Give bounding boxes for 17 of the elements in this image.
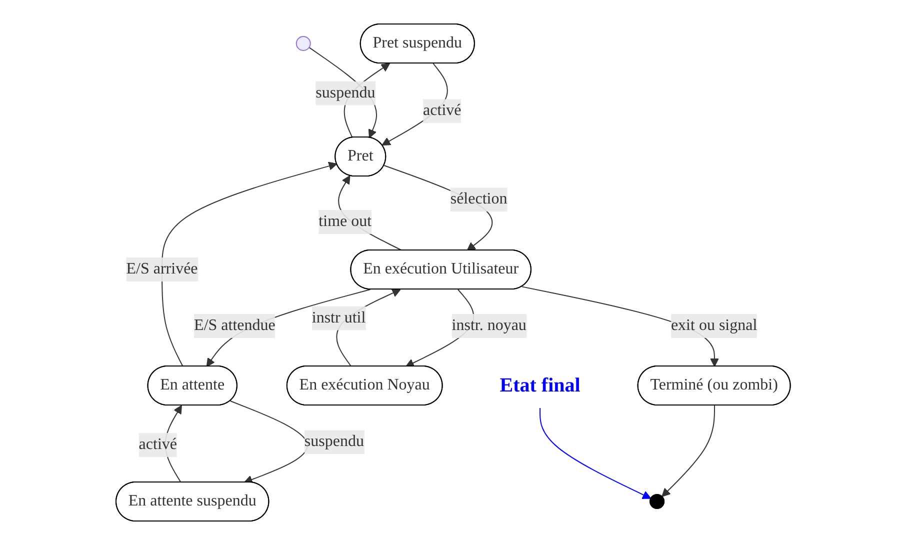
node-circle — [296, 36, 312, 51]
edge-label: suspendu — [304, 433, 364, 450]
arrow — [662, 405, 716, 497]
arrow — [162, 162, 338, 367]
edge-label: time out — [319, 212, 372, 230]
edge-label: activé — [139, 436, 178, 453]
arrow — [540, 408, 652, 499]
edge-label: sélection — [450, 190, 508, 208]
edge-label: E/S arrivée — [126, 260, 198, 278]
arrow — [206, 288, 372, 367]
edge-label: suspendu — [316, 84, 376, 102]
node-text: Etat final — [500, 374, 581, 396]
edge-label: activé — [423, 102, 462, 120]
edge-label: exit ou signal — [671, 316, 758, 334]
edge-label: instr util — [312, 309, 366, 326]
edge-label: E/S attendue — [194, 316, 276, 334]
edge-label: instr. noyau — [452, 316, 527, 334]
